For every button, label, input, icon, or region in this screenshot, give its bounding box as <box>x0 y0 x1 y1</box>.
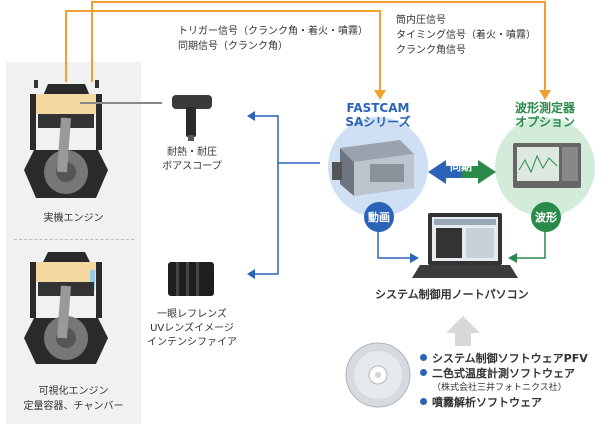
lens-arrowhead <box>247 269 255 279</box>
borescope-illustration <box>172 95 212 141</box>
cd-illustration <box>345 342 411 408</box>
lens-label-3: インテンシファイア <box>147 337 237 348</box>
software-item-pfv: システム制御ソフトウェアPFV <box>420 350 588 366</box>
lens-label-1: 一眼レフレンズ <box>157 309 227 320</box>
waveform-badge: 波形 <box>531 202 561 232</box>
recorder-title-2: オプション <box>514 115 575 129</box>
timing-signal-label: タイミング信号（着火・噴霧） <box>396 30 536 41</box>
visual-engine-label-1: 可視化エンジン <box>38 386 109 397</box>
borescope-label-1: 耐熱・耐圧 <box>167 147 217 158</box>
camera-pc-arrowhead <box>410 253 419 263</box>
pressure-signal-label: 筒内圧信号 <box>396 15 446 26</box>
software-vendor-note: （株式会社三井フォトニクス社） <box>432 383 567 393</box>
bullet-icon <box>420 398 427 405</box>
camera-illustration <box>332 140 414 196</box>
camera-title-2: SAシリーズ <box>345 115 411 129</box>
pressure-signal-line <box>91 1 546 92</box>
signal-lines <box>65 1 546 92</box>
visual-engine-illustration <box>24 252 108 364</box>
lens-illustration <box>168 262 214 296</box>
borescope-label-2: ボアスコープ <box>162 161 222 172</box>
sync-signal-label: 同期信号（クランク角） <box>178 41 288 52</box>
sync-label: 同期 <box>450 160 472 173</box>
software-item-temperature: 二色式温度計測ソフトウェア <box>420 365 575 381</box>
camera-title-1: FASTCAM <box>346 101 410 115</box>
trigger-arrowhead <box>374 90 386 100</box>
bullet-icon <box>420 369 427 376</box>
software-item-spray: 噴霧解析ソフトウェア <box>420 394 542 410</box>
video-badge: 動画 <box>364 202 394 232</box>
trigger-signal-label: トリガー信号（クランク角・着火・噴霧） <box>178 26 368 37</box>
pc-label: システム制御用ノートパソコン <box>375 288 529 301</box>
pressure-arrowhead <box>539 90 551 100</box>
crank-signal-label: クランク角信号 <box>396 45 466 56</box>
lens-label-2: UVレンズイメージ <box>150 323 234 334</box>
sync-arrow-right <box>462 160 496 184</box>
optics-bracket <box>255 115 320 275</box>
recorder-illustration <box>513 143 581 188</box>
recorder-title-1: 波形測定器 <box>514 101 575 115</box>
borescope-arrowhead <box>247 111 255 121</box>
recorder-pc-line <box>517 225 546 259</box>
recorder-pc-arrowhead <box>508 253 517 263</box>
trigger-signal-line <box>65 10 381 92</box>
real-engine-label: 実機エンジン <box>43 213 104 224</box>
real-engine-illustration <box>24 80 162 198</box>
visual-engine-label-2: 定量容器、チャンバー <box>23 401 124 412</box>
engine-divider <box>14 239 134 240</box>
laptop-illustration <box>412 213 518 278</box>
install-arrow <box>446 316 480 346</box>
camera-pc-line <box>377 225 410 259</box>
bullet-icon <box>420 354 427 361</box>
